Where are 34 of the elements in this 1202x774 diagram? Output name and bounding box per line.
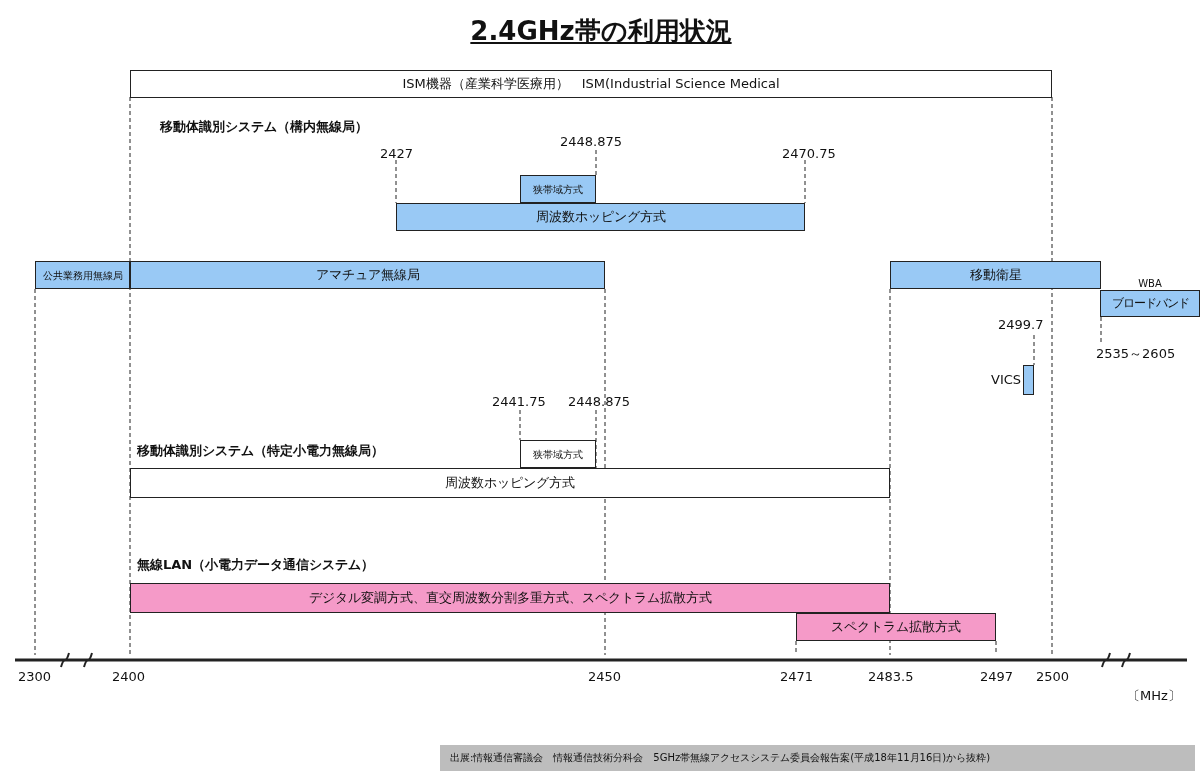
axis-tick-label: 2450 (588, 669, 622, 684)
section-heading: 移動体識別システム（構内無線局） (160, 118, 368, 136)
band-bar (1023, 365, 1034, 395)
band-bar: スペクトラム拡散方式 (796, 613, 996, 641)
source-note: 出展:情報通信審議会 情報通信技術分科会 5GHz帯無線アクセスシステム委員会報告案(平成18年11月16日)から抜粋) (440, 745, 1195, 771)
band-label: ブロードバンド (1111, 296, 1189, 311)
unit-label: 〔MHz〕 (1127, 687, 1181, 705)
axis-tick-label: 2500 (1036, 669, 1070, 684)
frequency-label: 2535～2605 (1096, 345, 1176, 363)
title: 2.4GHz帯の利用状況 (469, 15, 733, 48)
band-bar: 周波数ホッピング方式 (396, 203, 805, 231)
section-heading: 無線LAN（小電力データ通信システム） (137, 556, 375, 574)
axis-tick-label: 2300 (18, 669, 52, 684)
frequency-label: 2427 (380, 146, 414, 161)
band-bar: 公共業務用無線局 (35, 261, 130, 289)
band-bar: 狭帯域方式 (520, 175, 596, 203)
axis-tick-label: 2400 (112, 669, 146, 684)
axis-tick-label: 2483.5 (868, 669, 914, 684)
band-bar: 移動衛星 (890, 261, 1101, 289)
band-heading: WBA (1137, 278, 1163, 289)
frequency-label: 2499.7 (998, 317, 1044, 332)
axis-tick-label: 2497 (980, 669, 1014, 684)
axis-tick-label: 2471 (780, 669, 814, 684)
section-heading: 移動体識別システム（特定小電力無線局） (137, 442, 384, 460)
band-bar: 周波数ホッピング方式 (130, 468, 890, 498)
band-label: VICS (991, 372, 1022, 387)
frequency-label: 2448.875 (568, 394, 631, 409)
band-bar: ISM機器（産業科学医療用） ISM(Industrial Science Medical (130, 70, 1052, 98)
frequency-label: 2448.875 (560, 134, 623, 149)
band-bar: アマチュア無線局 (130, 261, 605, 289)
frequency-label: 2441.75 (492, 394, 546, 409)
band-bar: 狭帯域方式 (520, 440, 596, 468)
band-bar: デジタル変調方式、直交周波数分割多重方式、スペクトラム拡散方式 (130, 583, 890, 613)
frequency-label: 2470.75 (782, 146, 836, 161)
